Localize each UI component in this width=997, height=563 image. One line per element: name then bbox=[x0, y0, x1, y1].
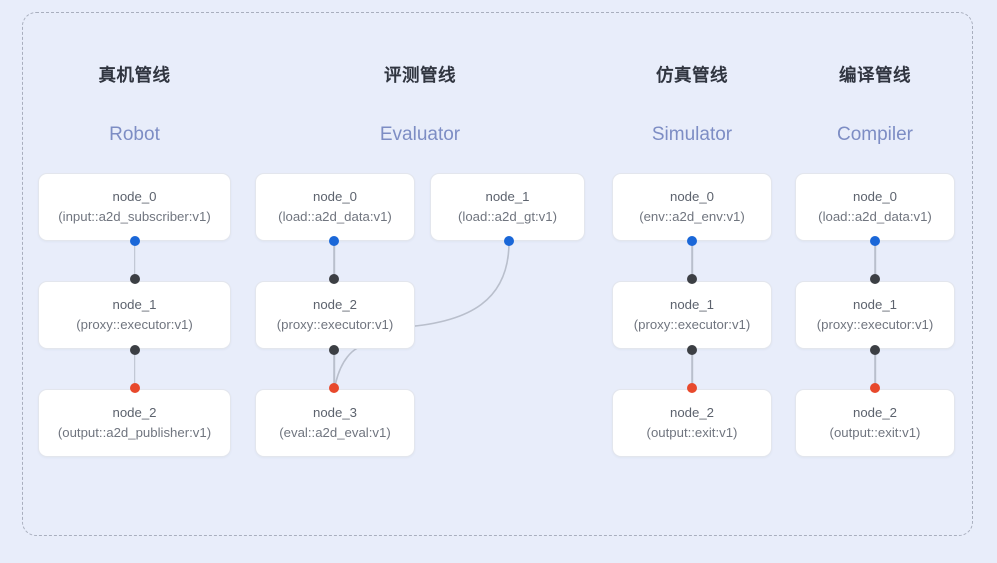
edge-evaluator-2-3 bbox=[333, 349, 335, 389]
node-spec: (proxy::executor:v1) bbox=[633, 317, 751, 332]
column-title-cn-compiler: 编译管线 bbox=[839, 65, 911, 85]
port-output-simulator-1[interactable] bbox=[687, 345, 697, 355]
node-spec: (proxy::executor:v1) bbox=[76, 317, 193, 332]
port-output-evaluator-1[interactable] bbox=[504, 236, 514, 246]
node-name: node_2 bbox=[112, 404, 157, 420]
node-spec: (load::a2d_data:v1) bbox=[818, 209, 932, 224]
node-name: node_2 bbox=[312, 296, 357, 312]
pipeline-column-simulator: 仿真管线 Simulator node_0 (env::a2d_env:v1) … bbox=[612, 0, 772, 563]
node-spec: (output::exit:v1) bbox=[829, 425, 921, 440]
pipeline-column-robot: 真机管线 Robot node_0 (input::a2d_subscriber… bbox=[38, 0, 231, 563]
edge-compiler-1-2 bbox=[874, 349, 876, 389]
port-output-evaluator-0[interactable] bbox=[329, 236, 339, 246]
node-compiler-2[interactable]: node_2 (output::exit:v1) bbox=[795, 389, 955, 457]
edge-simulator-1-2 bbox=[691, 349, 693, 389]
port-output-robot-1[interactable] bbox=[129, 345, 140, 355]
node-spec: (env::a2d_env:v1) bbox=[639, 209, 745, 224]
node-spec: (eval::a2d_eval:v1) bbox=[279, 425, 391, 440]
node-name: node_1 bbox=[112, 296, 157, 312]
port-input-simulator-2[interactable] bbox=[687, 383, 697, 393]
node-spec: (proxy::executor:v1) bbox=[276, 317, 394, 332]
node-robot-0[interactable]: node_0 (input::a2d_subscriber:v1) bbox=[38, 173, 231, 241]
node-name: node_2 bbox=[669, 404, 714, 420]
port-output-evaluator-2[interactable] bbox=[329, 345, 339, 355]
node-spec: (proxy::executor:v1) bbox=[816, 317, 934, 332]
edge-robot-0-1 bbox=[133, 241, 136, 281]
column-title-en-simulator: Simulator bbox=[651, 124, 733, 145]
node-name: node_0 bbox=[669, 188, 714, 204]
port-input-compiler-1[interactable] bbox=[870, 274, 880, 284]
node-evaluator-0[interactable]: node_0 (load::a2d_data:v1) bbox=[255, 173, 415, 241]
node-robot-2[interactable]: node_2 (output::a2d_publisher:v1) bbox=[38, 389, 231, 457]
node-simulator-1[interactable]: node_1 (proxy::executor:v1) bbox=[612, 281, 772, 349]
node-evaluator-1[interactable]: node_1 (load::a2d_gt:v1) bbox=[430, 173, 585, 241]
port-output-compiler-1[interactable] bbox=[870, 345, 880, 355]
node-evaluator-2[interactable]: node_2 (proxy::executor:v1) bbox=[255, 281, 415, 349]
port-output-robot-0[interactable] bbox=[129, 236, 140, 246]
port-input-evaluator-2[interactable] bbox=[329, 274, 339, 284]
node-evaluator-3[interactable]: node_3 (eval::a2d_eval:v1) bbox=[255, 389, 415, 457]
port-input-robot-2[interactable] bbox=[129, 383, 140, 393]
port-input-compiler-2[interactable] bbox=[870, 383, 880, 393]
node-robot-1[interactable]: node_1 (proxy::executor:v1) bbox=[38, 281, 231, 349]
node-spec: (output::a2d_publisher:v1) bbox=[57, 425, 212, 440]
port-output-compiler-0[interactable] bbox=[870, 236, 880, 246]
node-spec: (output::exit:v1) bbox=[646, 425, 738, 440]
node-name: node_1 bbox=[669, 296, 714, 312]
node-name: node_2 bbox=[852, 404, 897, 420]
column-title-en-evaluator: Evaluator bbox=[379, 124, 461, 145]
column-title-cn-robot: 真机管线 bbox=[98, 65, 171, 85]
node-name: node_3 bbox=[312, 404, 357, 420]
edge-robot-1-2 bbox=[133, 349, 136, 389]
port-output-simulator-0[interactable] bbox=[687, 236, 697, 246]
edge-evaluator-0-2 bbox=[333, 241, 335, 281]
edge-simulator-0-1 bbox=[691, 241, 693, 281]
node-simulator-0[interactable]: node_0 (env::a2d_env:v1) bbox=[612, 173, 772, 241]
node-name: node_0 bbox=[852, 188, 897, 204]
node-name: node_1 bbox=[485, 188, 530, 204]
node-simulator-2[interactable]: node_2 (output::exit:v1) bbox=[612, 389, 772, 457]
column-title-cn-evaluator: 评测管线 bbox=[384, 65, 456, 85]
column-title-en-robot: Robot bbox=[109, 124, 160, 145]
node-spec: (load::a2d_data:v1) bbox=[278, 209, 392, 224]
node-spec: (input::a2d_subscriber:v1) bbox=[58, 209, 211, 224]
node-spec: (load::a2d_gt:v1) bbox=[458, 209, 557, 224]
node-name: node_1 bbox=[852, 296, 897, 312]
node-compiler-1[interactable]: node_1 (proxy::executor:v1) bbox=[795, 281, 955, 349]
node-name: node_0 bbox=[112, 188, 157, 204]
node-compiler-0[interactable]: node_0 (load::a2d_data:v1) bbox=[795, 173, 955, 241]
edge-compiler-0-1 bbox=[874, 241, 876, 281]
port-input-simulator-1[interactable] bbox=[687, 274, 697, 284]
column-title-cn-simulator: 仿真管线 bbox=[656, 65, 728, 85]
node-name: node_0 bbox=[312, 188, 357, 204]
column-title-en-compiler: Compiler bbox=[836, 124, 914, 145]
port-input-evaluator-3[interactable] bbox=[329, 383, 339, 393]
pipeline-column-evaluator: 评测管线 Evaluator node_0 (load::a2d_data:v1… bbox=[255, 0, 585, 563]
port-input-robot-1[interactable] bbox=[129, 274, 140, 284]
pipeline-column-compiler: 编译管线 Compiler node_0 (load::a2d_data:v1)… bbox=[795, 0, 955, 563]
